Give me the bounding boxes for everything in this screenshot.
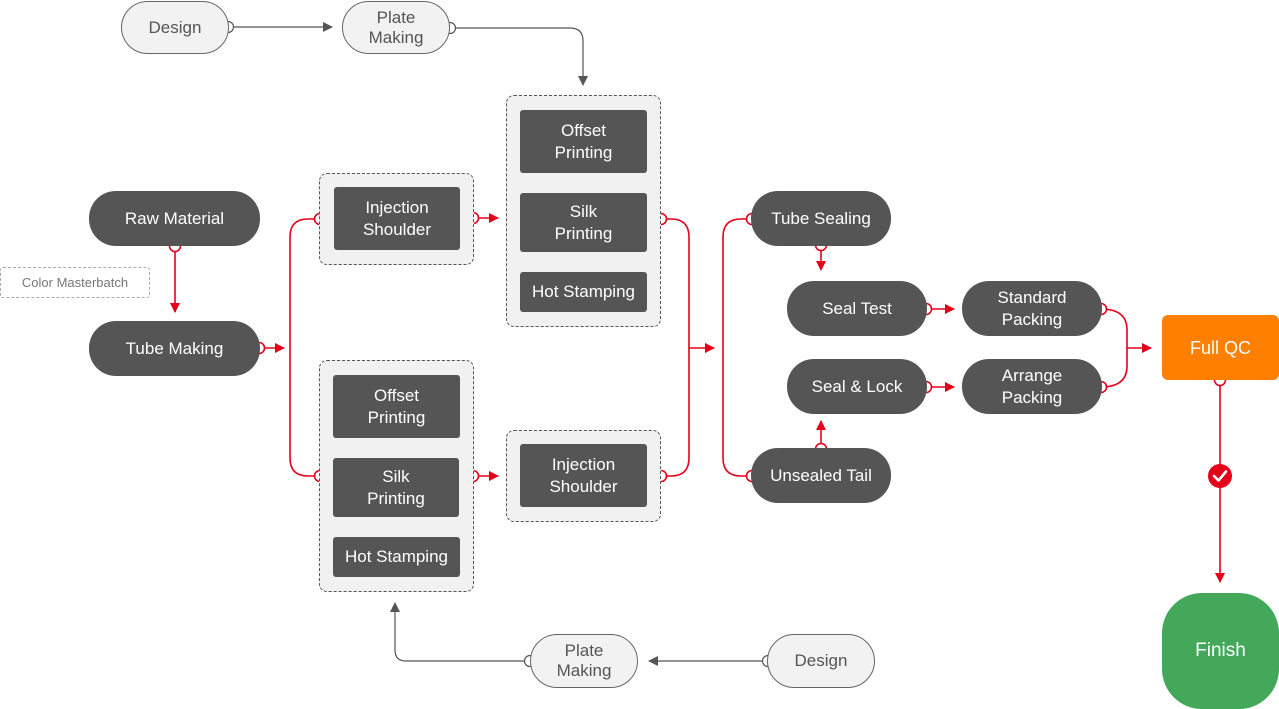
connector-plate-to-upper-printing xyxy=(450,27,588,86)
standard-packing-node: Standard Packing xyxy=(962,281,1102,336)
seal-lock-node: Seal & Lock xyxy=(787,359,927,414)
connector-merge-bracket xyxy=(661,218,690,477)
offset-printing-node-upper: Offset Printing xyxy=(520,110,647,173)
hot-stamping-node-upper: Hot Stamping xyxy=(520,272,647,312)
seal-test-node: Seal Test xyxy=(787,281,927,336)
raw-material-node: Raw Material xyxy=(89,191,260,246)
unsealed-tail-node: Unsealed Tail xyxy=(751,448,891,503)
injection-shoulder-node-lower: Injection Shoulder xyxy=(520,444,647,507)
arrange-packing-node: Arrange Packing xyxy=(962,359,1102,414)
connector-finishing-split xyxy=(722,218,752,477)
offset-printing-node-lower: Offset Printing xyxy=(333,375,460,438)
connector-plate-to-lower-printing xyxy=(390,602,530,662)
connector-split-bracket xyxy=(289,218,320,477)
plate-making-node-bottom: Plate Making xyxy=(530,634,638,688)
silk-printing-node-lower: Silk Printing xyxy=(333,458,459,517)
hot-stamping-node-lower: Hot Stamping xyxy=(333,537,460,577)
tube-sealing-node: Tube Sealing xyxy=(751,191,891,246)
silk-printing-node-upper: Silk Printing xyxy=(520,193,647,252)
injection-shoulder-node-upper: Injection Shoulder xyxy=(334,187,460,250)
full-qc-node: Full QC xyxy=(1162,315,1279,380)
tube-making-node: Tube Making xyxy=(89,321,260,376)
finish-node: Finish xyxy=(1162,593,1279,709)
plate-making-node-top: Plate Making xyxy=(342,1,450,54)
connector-packing-bracket xyxy=(1100,308,1128,388)
design-node-top: Design xyxy=(121,1,229,54)
prepress-connectors xyxy=(228,22,768,666)
color-masterbatch-tag: Color Masterbatch xyxy=(0,267,150,298)
design-node-bottom: Design xyxy=(767,634,875,688)
check-circle-icon xyxy=(1208,464,1232,488)
prepress-ports xyxy=(221,20,775,668)
